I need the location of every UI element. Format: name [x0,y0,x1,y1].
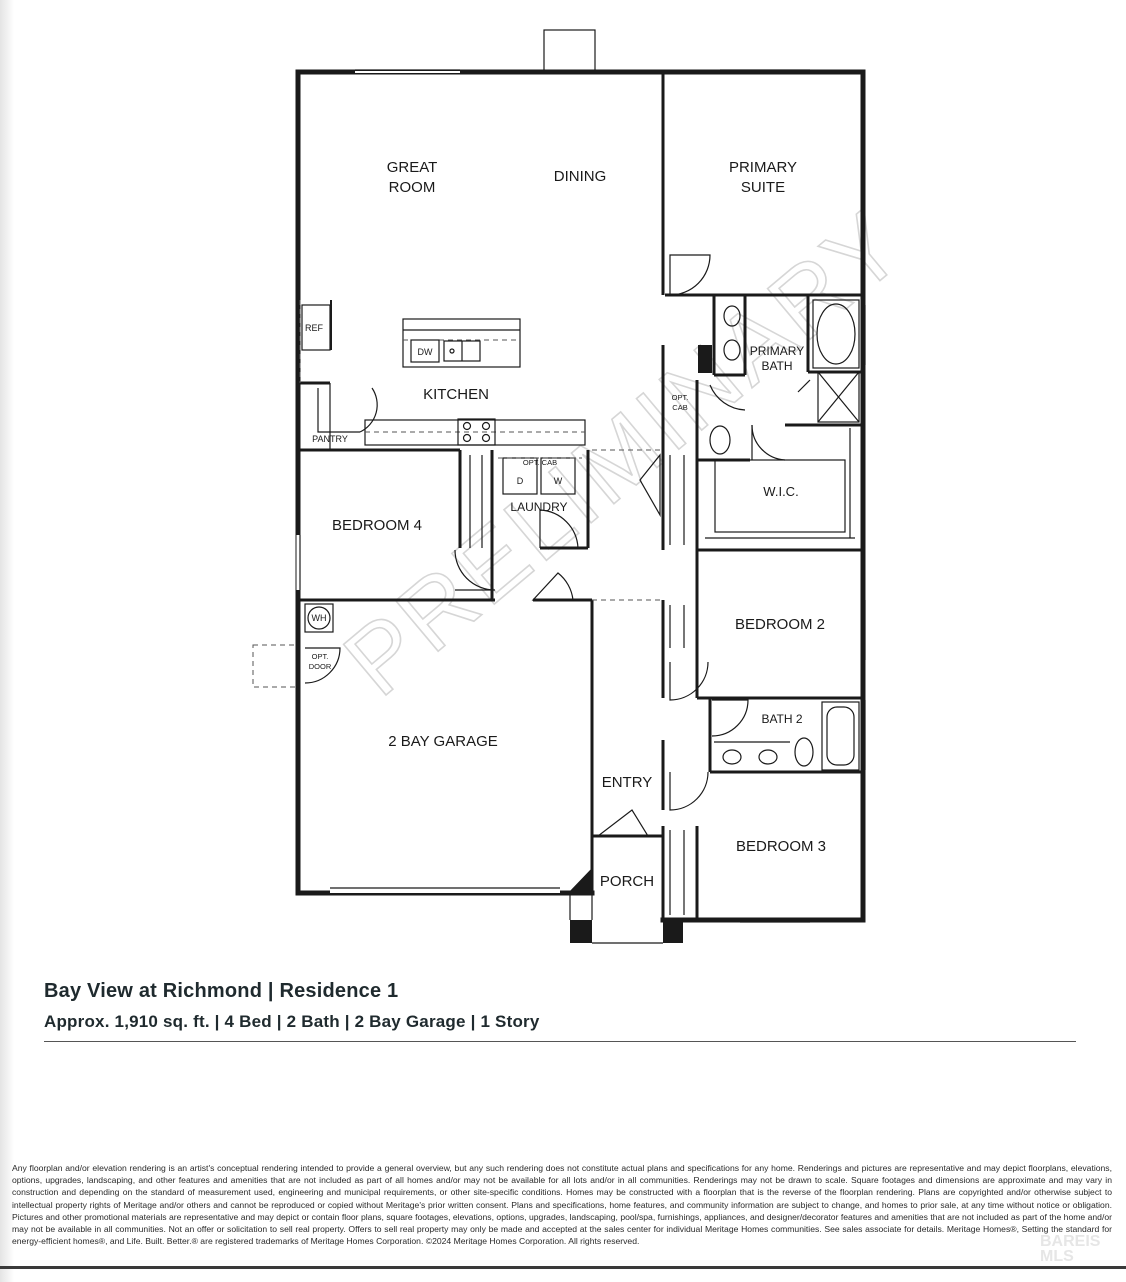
floor-plan: PRELIMINARY [252,29,925,944]
closet-shelving [469,428,855,915]
great-room-label-line1: GREAT [387,159,438,176]
opt-door-label-line1: OPT. [312,652,329,661]
kitchen-fixtures [301,300,586,450]
primary-suite-label-line2: SUITE [741,179,785,196]
chimney-outline [543,29,596,73]
bath-2-fixtures [714,701,860,771]
pantry-label: PANTRY [312,434,348,444]
porch-label: PORCH [600,873,654,890]
porch-structure [568,345,698,944]
preliminary-watermark: PRELIMINARY [325,189,925,716]
kitchen-label: KITCHEN [423,386,489,403]
opt-door-landing [252,644,299,688]
opt-cab-hall-label-line2: CAB [672,403,687,412]
dashed-openings [299,300,663,601]
bedroom-4-label: BEDROOM 4 [332,517,422,534]
water-heater [304,603,334,633]
garage-label: 2 BAY GARAGE [388,733,498,750]
legal-disclaimer: Any floorplan and/or elevation rendering… [12,1163,1112,1247]
bottom-divider [0,1266,1126,1269]
page-edge-shade [0,0,14,1282]
ref-label: REF [305,323,324,333]
entry-label: ENTRY [602,774,653,791]
great-room-label-line2: ROOM [389,179,436,196]
opt-door-label-line2: DOOR [309,662,332,671]
opt-cab-laundry-label: OPT. CAB [523,458,557,467]
primary-bath-label-line1: PRIMARY [750,344,804,358]
plan-summary: Approx. 1,910 sq. ft. | 4 Bed | 2 Bath |… [44,1012,540,1031]
bedroom-2-label: BEDROOM 2 [735,616,825,633]
mls-watermark-line2: MLS [1040,1248,1074,1265]
primary-bath-fixtures [698,299,860,461]
interior-walls [298,72,863,920]
bedroom-3-label: BEDROOM 3 [736,838,826,855]
title-divider [44,1041,1076,1042]
door-swings [304,254,749,837]
wic-label: W.I.C. [763,484,798,499]
dw-label: DW [418,347,433,357]
primary-suite-label-line1: PRIMARY [729,159,797,176]
dryer-label: D [517,476,524,486]
windows [296,69,866,923]
mls-watermark-line1: BAREIS [1040,1233,1101,1250]
plan-title: Bay View at Richmond | Residence 1 [44,980,399,1002]
primary-bath-label-line2: BATH [761,359,792,373]
bath-2-label: BATH 2 [761,712,802,726]
mls-watermark: BAREIS MLS [1040,1233,1101,1265]
opt-cab-hall-label-line1: OPT. [672,393,689,402]
wh-label: WH [312,613,327,623]
dining-label: DINING [554,168,607,185]
washer-label: W [554,476,563,486]
laundry-label: LAUNDRY [510,500,567,514]
